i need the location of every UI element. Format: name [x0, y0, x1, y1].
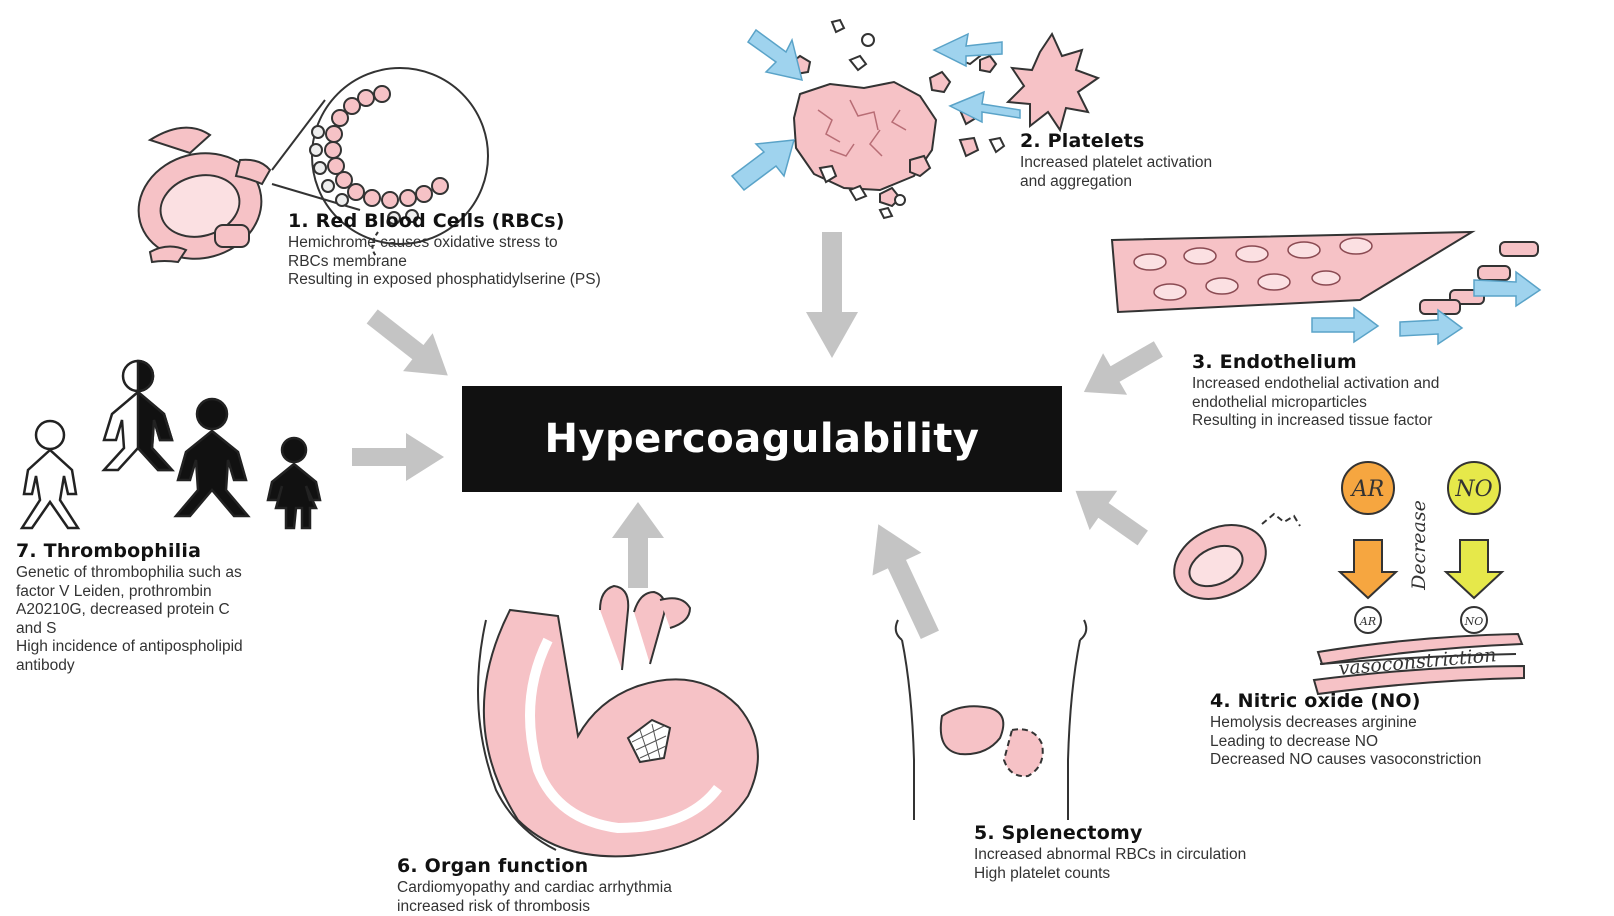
endothelium-illustration — [1112, 232, 1540, 344]
factor-endothelium-line-3: Resulting in increased tissue factor — [1192, 412, 1602, 431]
ar-label: AR — [1350, 477, 1384, 502]
factor-thrombophilia-line-1: Genetic of thrombophilia such as — [16, 564, 376, 583]
factor-endothelium-line-1: Increased endothelial activation and — [1192, 375, 1602, 394]
arrow-from-rbc — [357, 298, 462, 395]
factor-thrombophilia-line-6: antibody — [16, 657, 376, 676]
factor-rbc-heading: 1. Red Blood Cells (RBCs) — [288, 210, 748, 232]
arrow-from-organ — [612, 502, 664, 588]
factor-thrombophilia-line-2: factor V Leiden, prothrombin — [16, 583, 376, 602]
factor-rbc-line-2: RBCs membrane — [288, 253, 748, 272]
heart-illustration — [478, 586, 758, 856]
factor-nitric-oxide-heading: 4. Nitric oxide (NO) — [1210, 690, 1612, 712]
factor-nitric-oxide-line-3: Decreased NO causes vasoconstriction — [1210, 751, 1612, 770]
factor-splenectomy-line-1: Increased abnormal RBCs in circulation — [974, 846, 1394, 865]
factor-thrombophilia: 7. Thrombophilia Genetic of thrombophili… — [16, 540, 376, 675]
factor-splenectomy-heading: 5. Splenectomy — [974, 822, 1394, 844]
factor-platelets-line-2: and aggregation — [1020, 173, 1320, 192]
factor-nitric-oxide-line-2: Leading to decrease NO — [1210, 733, 1612, 752]
factor-splenectomy-line-2: High platelet counts — [974, 865, 1394, 884]
arrow-from-thrombophilia — [352, 433, 444, 481]
factor-platelets: 2. Platelets Increased platelet activati… — [1020, 130, 1320, 191]
factor-organ-function: 6. Organ function Cardiomyopathy and car… — [397, 855, 837, 916]
factor-nitric-oxide-line-1: Hemolysis decreases arginine — [1210, 714, 1612, 733]
factor-rbc-line-1: Hemichrome causes oxidative stress to — [288, 234, 748, 253]
factor-endothelium-line-2: endothelial microparticles — [1192, 394, 1602, 413]
factor-thrombophilia-heading: 7. Thrombophilia — [16, 540, 376, 562]
arrow-from-no — [1062, 471, 1157, 557]
factor-platelets-heading: 2. Platelets — [1020, 130, 1320, 152]
decrease-label: Decrease — [1408, 500, 1430, 591]
center-title: Hypercoagulability — [545, 416, 980, 462]
factor-nitric-oxide: 4. Nitric oxide (NO) Hemolysis decreases… — [1210, 690, 1612, 770]
factor-rbc-line-3: Resulting in exposed phosphatidylserine … — [288, 271, 748, 290]
arrow-from-platelets — [806, 232, 858, 358]
factor-splenectomy: 5. Splenectomy Increased abnormal RBCs i… — [974, 822, 1394, 883]
factor-organ-function-line-1: Cardiomyopathy and cardiac arrhythmia — [397, 879, 837, 898]
factor-endothelium-heading: 3. Endothelium — [1192, 351, 1602, 373]
no-label: NO — [1454, 477, 1492, 502]
family-illustration — [22, 361, 320, 528]
factor-thrombophilia-line-3: A20210G, decreased protein C — [16, 601, 376, 620]
arrow-from-endothelium — [1072, 328, 1170, 413]
factor-organ-function-line-2: increased risk of thrombosis — [397, 898, 837, 916]
factor-platelets-line-1: Increased platelet activation — [1020, 154, 1320, 173]
factor-thrombophilia-line-4: and S — [16, 620, 376, 639]
ar-small-label: AR — [1359, 615, 1376, 628]
splenectomy-illustration — [896, 620, 1087, 820]
factor-rbc: 1. Red Blood Cells (RBCs) Hemichrome cau… — [288, 210, 748, 290]
factor-organ-function-heading: 6. Organ function — [397, 855, 837, 877]
arrow-from-splenectomy — [854, 513, 955, 646]
factor-thrombophilia-line-5: High incidence of antipospholipid — [16, 638, 376, 657]
factor-endothelium: 3. Endothelium Increased endothelial act… — [1192, 351, 1602, 431]
hypercoagulability-box: Hypercoagulability — [462, 386, 1062, 492]
no-small-label: NO — [1464, 615, 1484, 628]
